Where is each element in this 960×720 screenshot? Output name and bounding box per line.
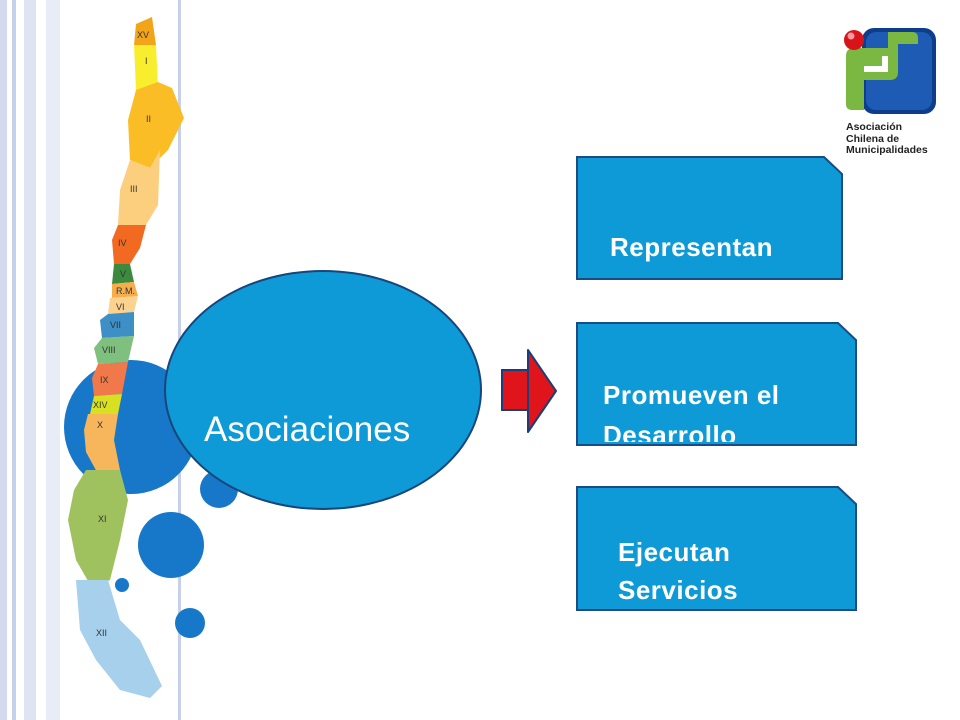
logo-red-dot bbox=[844, 30, 864, 50]
box-promueven-shape bbox=[576, 322, 857, 446]
achm-logo-icon bbox=[844, 28, 936, 114]
map-region-v-shape bbox=[112, 264, 134, 284]
box-representan-shape bbox=[576, 156, 843, 280]
map-label-xv: XV bbox=[137, 30, 149, 40]
decor-dot-medium-2 bbox=[138, 512, 204, 578]
map-region-vi-shape bbox=[108, 296, 138, 314]
map-label-iii: III bbox=[130, 184, 138, 194]
box-representan-label: Representan bbox=[610, 232, 773, 262]
arrow-head-shape bbox=[527, 349, 557, 433]
map-label-rm: R.M. bbox=[116, 286, 135, 296]
logo-line2: Chilena de bbox=[846, 132, 900, 145]
asociaciones-bubble bbox=[164, 270, 482, 510]
box-promueven-clip: Promueven el Desarrollo bbox=[576, 322, 858, 442]
map-region-x-shape bbox=[84, 414, 120, 474]
map-label-v: V bbox=[120, 269, 126, 279]
map-region-ix-shape bbox=[92, 362, 128, 396]
map-region-i-shape bbox=[134, 45, 158, 90]
box-ejecutan bbox=[576, 486, 857, 611]
asociaciones-label: Asociaciones bbox=[204, 410, 411, 449]
map-region-viii-shape bbox=[94, 336, 134, 364]
decor-dot-small-2 bbox=[175, 608, 205, 638]
logo-white-shape bbox=[864, 56, 888, 72]
map-label-ix: IX bbox=[100, 375, 109, 385]
map-region-xv-shape bbox=[134, 17, 156, 45]
logo-line3: Municipalidades bbox=[846, 144, 928, 156]
map-label-x: X bbox=[97, 420, 103, 430]
map-label-vii: VII bbox=[110, 320, 121, 330]
chile-map-icon: XV I II III IV V R.M. VI VII VIII IX XIV… bbox=[68, 17, 184, 698]
decor-dot-small bbox=[115, 578, 129, 592]
map-region-rm-shape bbox=[112, 282, 138, 298]
map-region-iv-shape bbox=[112, 225, 146, 264]
right-arrow-icon bbox=[501, 349, 557, 433]
map-label-xi: XI bbox=[98, 514, 107, 524]
box-ejecutan-shape bbox=[576, 486, 857, 611]
logo-line1: Asociación bbox=[846, 121, 903, 133]
box-promueven-line2: Desarrollo bbox=[603, 420, 737, 442]
box-ejecutan-line2: Servicios bbox=[618, 575, 739, 605]
map-label-ii: II bbox=[146, 114, 151, 124]
map-label-vi: VI bbox=[116, 302, 125, 312]
map-region-xiv-shape bbox=[90, 394, 122, 414]
map-label-xii: XII bbox=[96, 628, 107, 638]
map-label-viii: VIII bbox=[102, 345, 116, 355]
map-label-xiv: XIV bbox=[93, 400, 108, 410]
map-label-i: I bbox=[145, 56, 148, 66]
map-region-xii-shape bbox=[76, 580, 162, 698]
box-representan bbox=[576, 156, 843, 280]
box-promueven bbox=[576, 322, 857, 446]
logo-red-dot-shine bbox=[847, 32, 855, 40]
map-region-ii-shape bbox=[128, 82, 184, 168]
map-region-vii-shape bbox=[100, 312, 134, 338]
box-ejecutan-line1: Ejecutan bbox=[618, 537, 731, 567]
map-label-iv: IV bbox=[118, 238, 127, 248]
logo-text: Asociación Chilena de Municipalidades bbox=[846, 121, 928, 157]
box-promueven-line1: Promueven el bbox=[603, 380, 780, 410]
map-region-xi-shape bbox=[68, 470, 128, 588]
map-region-iii-shape bbox=[118, 150, 160, 225]
